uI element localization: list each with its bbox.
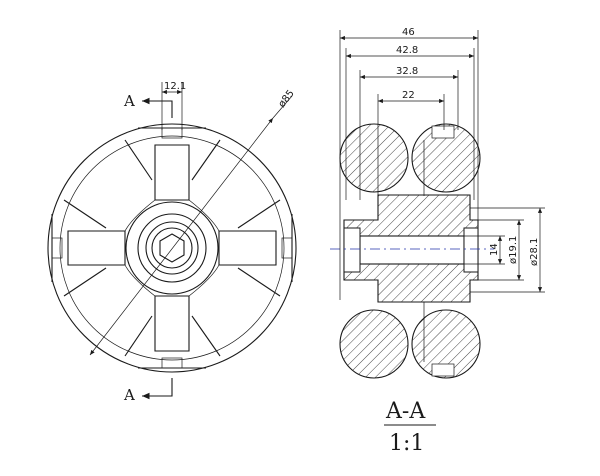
diameter-leader (89, 117, 274, 356)
section-bore (359, 235, 465, 265)
roller-flats (51, 127, 293, 369)
outer-circle (47, 123, 297, 373)
hub-inner-circle (145, 221, 199, 275)
hub-outer-circle (125, 201, 219, 295)
hub-ring-circle (137, 213, 207, 283)
section-mark-top: A (123, 92, 135, 110)
section-mark-bottom: A (123, 386, 135, 404)
section-label-scale: 1:1 (389, 431, 424, 456)
section-bore-step (343, 227, 361, 273)
inner-rim-circle (59, 135, 285, 361)
dim-32-8: 32.8 (396, 66, 418, 77)
section-bore-step-right (463, 227, 479, 273)
dim-42-8: 42.8 (396, 45, 418, 56)
width-dim-label: 12.1 (164, 81, 186, 92)
dim-46: 46 (402, 27, 415, 38)
section-arrow-bottom (142, 378, 173, 400)
cross-arms (67, 144, 277, 352)
section-label-name: A-A (385, 399, 426, 424)
dim-28-1: ø28.1 (529, 238, 540, 266)
section-body (339, 123, 481, 379)
diameter-dim-label: ø85 (277, 88, 297, 110)
horizontal-dims: 46 42.8 32.8 22 (339, 27, 479, 300)
section-pin-slots (423, 125, 455, 377)
section-arrow-top (142, 97, 173, 118)
dim-14: 14 (489, 243, 500, 256)
front-view: ø85 12.1 A A (47, 81, 297, 404)
section-view: 46 42.8 32.8 22 14 ø19.1 (330, 27, 545, 456)
dim-19-1: ø19.1 (508, 236, 519, 264)
vertical-dims: 14 ø19.1 ø28.1 (464, 207, 545, 293)
dim-22: 22 (402, 90, 415, 101)
roller-slots (51, 127, 293, 369)
diameter-leader-ext (272, 95, 293, 119)
